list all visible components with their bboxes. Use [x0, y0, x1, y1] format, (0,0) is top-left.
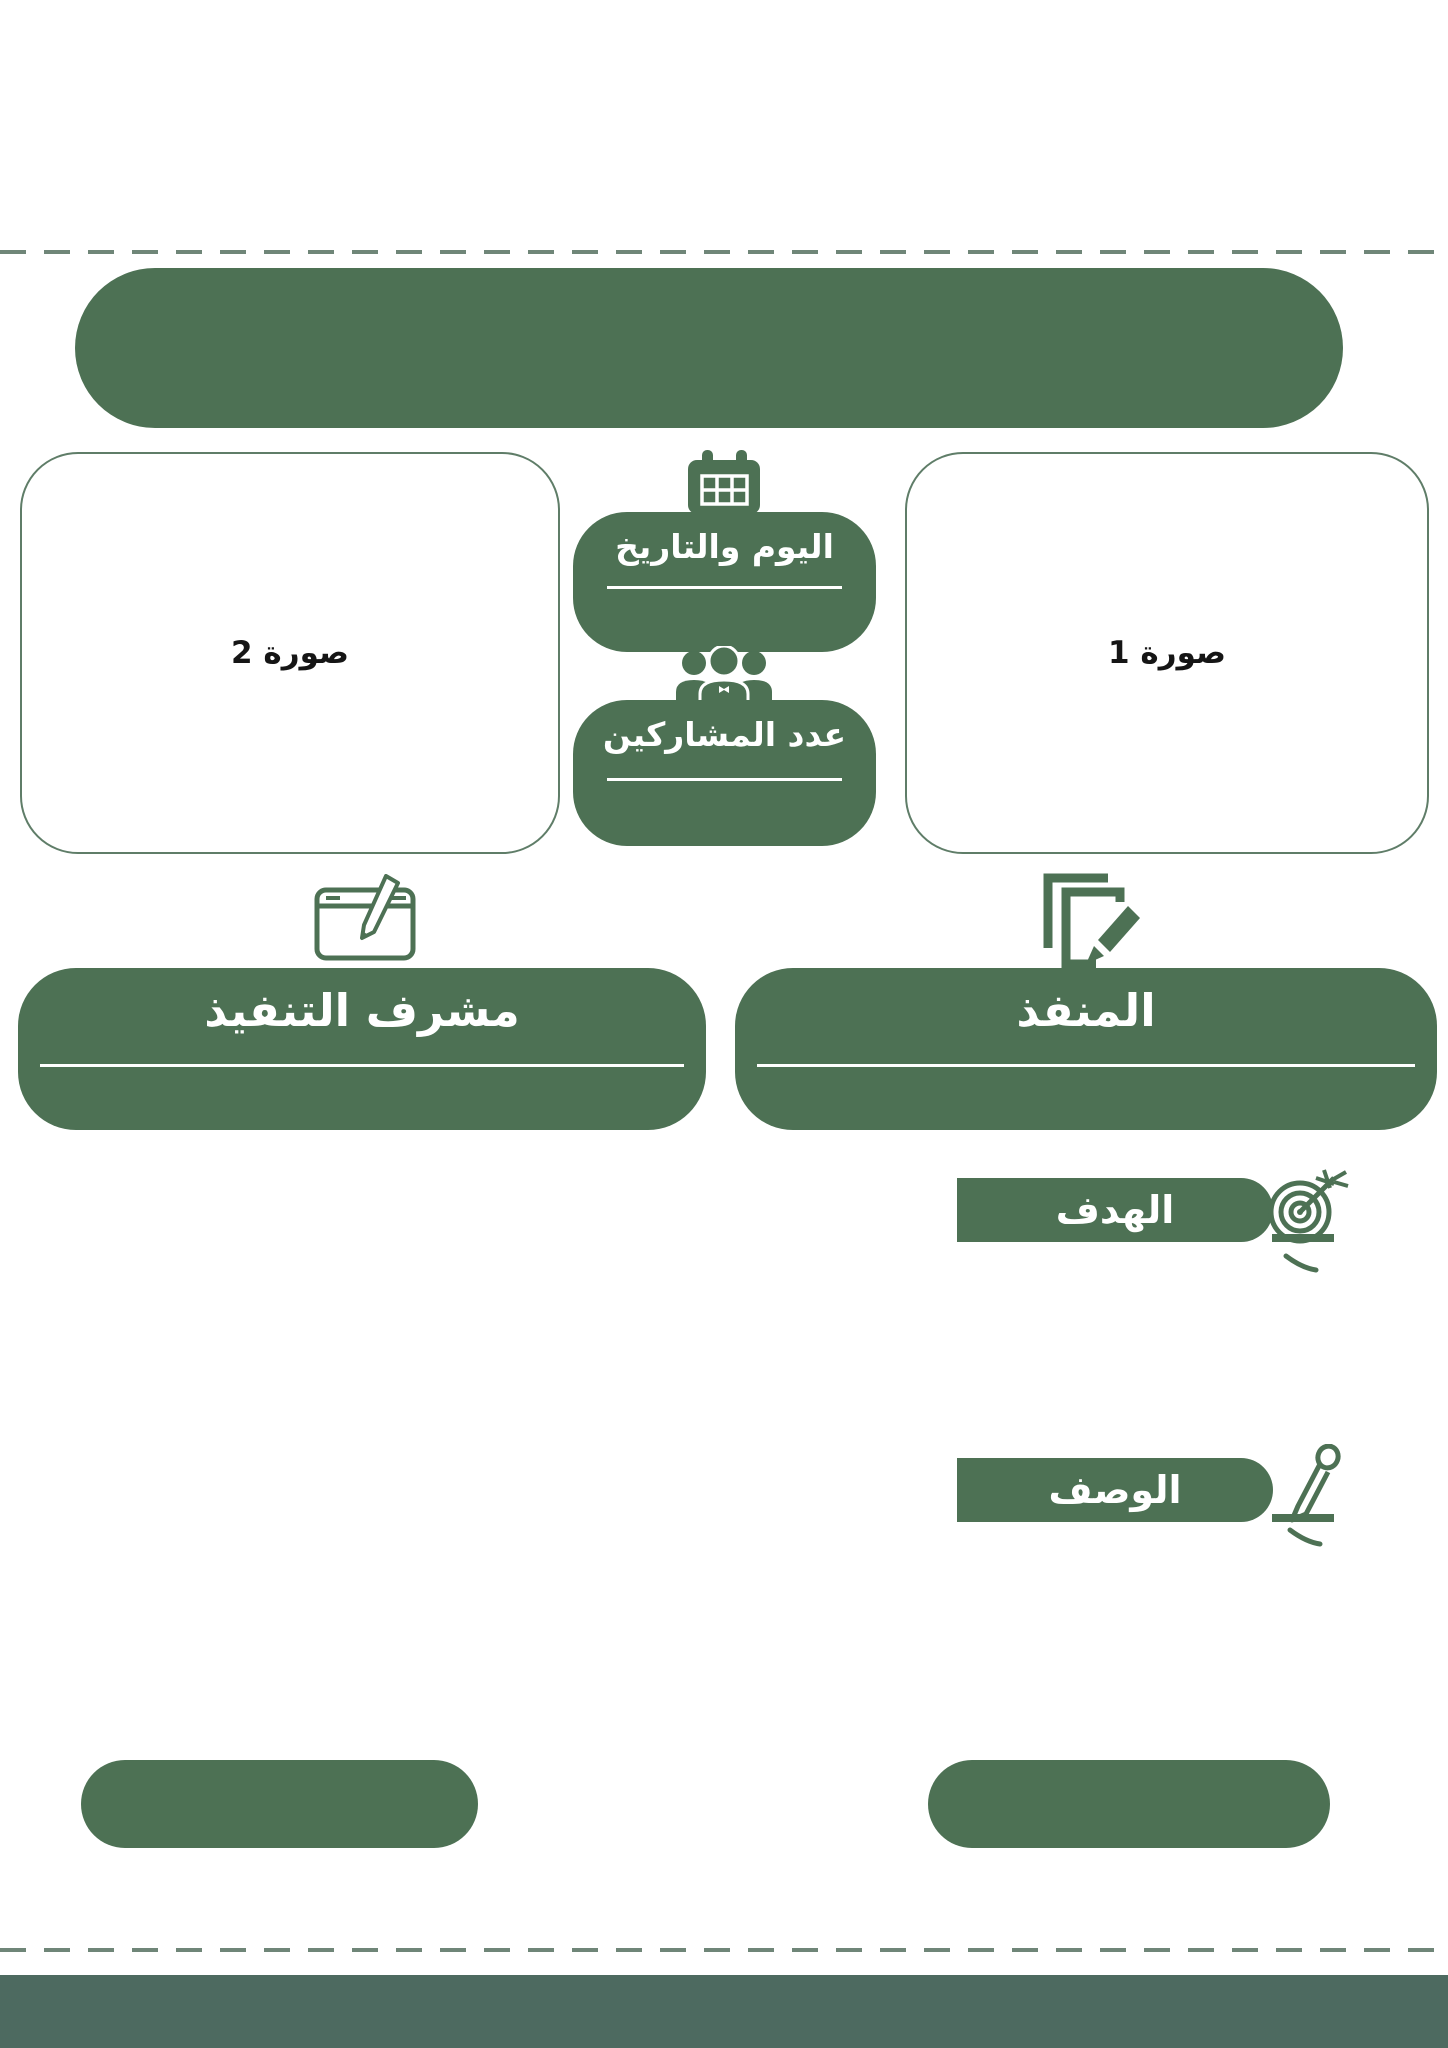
- executor-label: المنفذ: [1016, 984, 1156, 1037]
- day-date-underline: [607, 586, 842, 589]
- top-dashed-separator: [0, 250, 1448, 254]
- description-label: الوصف: [1048, 1468, 1182, 1512]
- people-group-icon: [676, 646, 772, 704]
- description-input-area[interactable]: [92, 1534, 1337, 1730]
- target-dart-icon: [1268, 1169, 1349, 1273]
- bottom-dashed-separator: [0, 1948, 1448, 1952]
- goal-label: الهدف: [1055, 1188, 1175, 1232]
- supervisor-field: مشرف التنفيذ: [18, 968, 706, 1130]
- supervisor-input-area[interactable]: [40, 1070, 684, 1118]
- executor-field: المنفذ: [735, 968, 1437, 1130]
- calendar-icon: [688, 450, 760, 514]
- photo-2-placeholder[interactable]: صورة 2: [20, 452, 560, 854]
- supervisor-underline: [40, 1064, 684, 1067]
- clipboard-pencil-icon: [314, 874, 416, 961]
- footer-band: [0, 1975, 1448, 2048]
- supervisor-label: مشرف التنفيذ: [204, 984, 520, 1037]
- pencil-icon: [1287, 1444, 1341, 1547]
- documents-pencil-icon: [1043, 873, 1140, 968]
- participants-label: عدد المشاركين: [602, 715, 847, 754]
- title-banner-field[interactable]: [75, 268, 1343, 428]
- executor-underline: [757, 1064, 1415, 1067]
- photo-1-placeholder[interactable]: صورة 1: [905, 452, 1429, 854]
- day-date-input-area[interactable]: [593, 596, 856, 638]
- participants-underline: [607, 778, 842, 781]
- day-date-label: اليوم والتاريخ: [615, 527, 834, 566]
- description-section-header: الوصف: [957, 1458, 1273, 1522]
- bottom-right-blank-pill[interactable]: [928, 1760, 1330, 1848]
- photo-2-label: صورة 2: [231, 635, 349, 671]
- goal-input-area[interactable]: [92, 1258, 1337, 1454]
- participants-input-area[interactable]: [593, 784, 856, 832]
- photo-1-label: صورة 1: [1108, 635, 1226, 671]
- participants-field: عدد المشاركين: [573, 700, 876, 846]
- goal-section-header: الهدف: [957, 1178, 1273, 1242]
- executor-input-area[interactable]: [757, 1070, 1415, 1118]
- day-date-field: اليوم والتاريخ: [573, 512, 876, 652]
- bottom-left-blank-pill[interactable]: [81, 1760, 478, 1848]
- goal-header-underline: [1272, 1234, 1334, 1242]
